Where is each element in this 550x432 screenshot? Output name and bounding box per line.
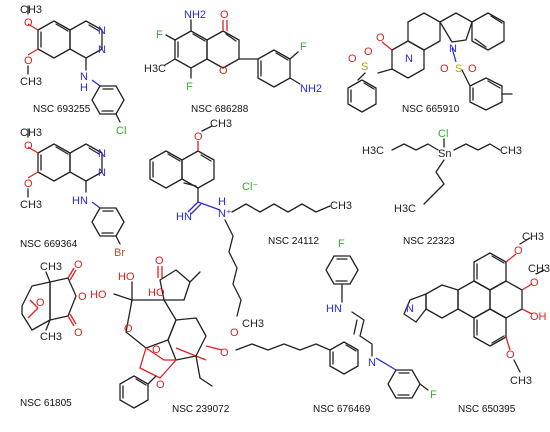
- atom-o: O: [24, 55, 33, 67]
- compound-label: NSC 676469: [313, 404, 371, 415]
- atom-n: N: [98, 25, 106, 37]
- compound-label: NSC 239072: [172, 404, 230, 415]
- structure-nsc-665910: [347, 12, 513, 113]
- atom-o: O: [364, 46, 373, 58]
- atom-ch3: CH3: [20, 76, 42, 88]
- atom-hn: HN: [176, 211, 192, 223]
- atom-h3c: H3C: [362, 145, 384, 157]
- atom-cl: Cl: [116, 125, 126, 137]
- atom-o: O: [24, 178, 33, 190]
- atom-nh2: NH2: [300, 83, 322, 95]
- atom-o: O: [24, 17, 33, 29]
- compound-label: NSC 22323: [403, 236, 455, 247]
- structure-nsc-676469: [325, 255, 429, 399]
- atom-h3c: H3C: [394, 203, 416, 215]
- atom-o: O: [194, 131, 203, 143]
- atom-o: O: [348, 53, 357, 65]
- compound-label: NSC 650395: [458, 404, 516, 415]
- atom-o: O: [506, 349, 515, 361]
- atom-hn: HN: [72, 195, 88, 207]
- atom-o: O: [74, 259, 83, 271]
- atom-o: O: [156, 379, 165, 391]
- atom-h3c: H3C: [144, 63, 166, 75]
- atom-f: F: [430, 389, 437, 401]
- atom-ch3: CH3: [20, 4, 42, 16]
- structure-nsc-693255: [27, 5, 125, 123]
- structure-nsc-239072: [113, 266, 359, 409]
- atom-ch3: CH3: [330, 200, 352, 212]
- atom-ch3: CH3: [528, 263, 550, 275]
- atom-o: O: [124, 323, 133, 335]
- atom-ch3: CH3: [242, 318, 264, 330]
- atom-ch3: CH3: [20, 127, 42, 139]
- compound-label: NSC 665910: [402, 104, 460, 115]
- atom-n-plus: N⁺: [218, 208, 232, 220]
- atom-n: N: [449, 43, 457, 55]
- structure-nsc-61805: [21, 267, 77, 331]
- atom-o: O: [440, 63, 449, 75]
- atom-ho: HO: [118, 271, 135, 283]
- atom-f: F: [186, 81, 193, 93]
- atom-o: O: [220, 347, 229, 359]
- compound-label: NSC 693255: [33, 104, 91, 115]
- atom-nh2: NH2: [184, 9, 206, 21]
- atom-ch3-label: CH3: [40, 261, 62, 273]
- atom-o: O: [219, 65, 228, 77]
- atom-cl: Cl: [438, 128, 448, 140]
- atom-o: O: [78, 291, 87, 303]
- atom-ch3: CH3: [500, 145, 522, 157]
- compound-label: NSC 61805: [20, 398, 72, 409]
- compound-label: NSC 669364: [20, 239, 78, 250]
- atom-o: O: [152, 344, 161, 356]
- atom-n: N: [98, 148, 106, 160]
- structure-nsc-650395: [403, 237, 545, 373]
- atom-br: Br: [114, 247, 125, 259]
- atom-ch3: CH3: [210, 118, 232, 130]
- compound-label: NSC 24112: [268, 236, 319, 247]
- atom-o: O: [36, 297, 45, 309]
- atom-n: N: [368, 357, 376, 369]
- atom-ho: HO: [90, 289, 107, 301]
- atom-f: F: [338, 238, 345, 250]
- atom-ch3: CH3: [510, 375, 532, 387]
- atom-o: O: [220, 9, 229, 21]
- atom-n: N: [406, 303, 414, 315]
- atom-o: O: [155, 255, 164, 267]
- atom-n: N: [405, 53, 413, 65]
- atom-f: F: [300, 41, 307, 53]
- atom-s: S: [455, 63, 462, 75]
- atom-sn: Sn: [438, 148, 451, 160]
- structure-nsc-686288: [164, 19, 301, 88]
- structure-nsc-22323: [391, 138, 501, 205]
- atom-cl-minus: Cl⁻: [242, 181, 258, 193]
- atom-n: N: [98, 44, 106, 56]
- atom-ch3: CH3: [20, 199, 42, 211]
- atom-oh: OH: [530, 311, 547, 323]
- atom-ho: HO: [148, 287, 165, 299]
- compound-label: NSC 686288: [191, 104, 249, 115]
- atom-s: S: [361, 61, 368, 73]
- atom-hn: N: [80, 71, 88, 83]
- atom-o: O: [230, 327, 239, 339]
- atom-n: N: [98, 167, 106, 179]
- atom-h: H: [80, 82, 88, 94]
- atom-o: O: [514, 245, 523, 257]
- atom-o: O: [468, 63, 477, 75]
- structure-nsc-669364: [27, 128, 125, 245]
- atom-hn: HN: [326, 303, 342, 315]
- atom-h: H: [218, 196, 226, 208]
- atom-ch3-label: CH3: [40, 331, 62, 343]
- atom-o: O: [530, 277, 539, 289]
- structure-nsc-24112: [149, 125, 331, 317]
- atom-o: O: [376, 32, 385, 44]
- atom-o: O: [74, 327, 83, 339]
- atom-o: O: [24, 140, 33, 152]
- atom-f: F: [156, 29, 163, 41]
- atom-ch3: CH3: [522, 231, 544, 243]
